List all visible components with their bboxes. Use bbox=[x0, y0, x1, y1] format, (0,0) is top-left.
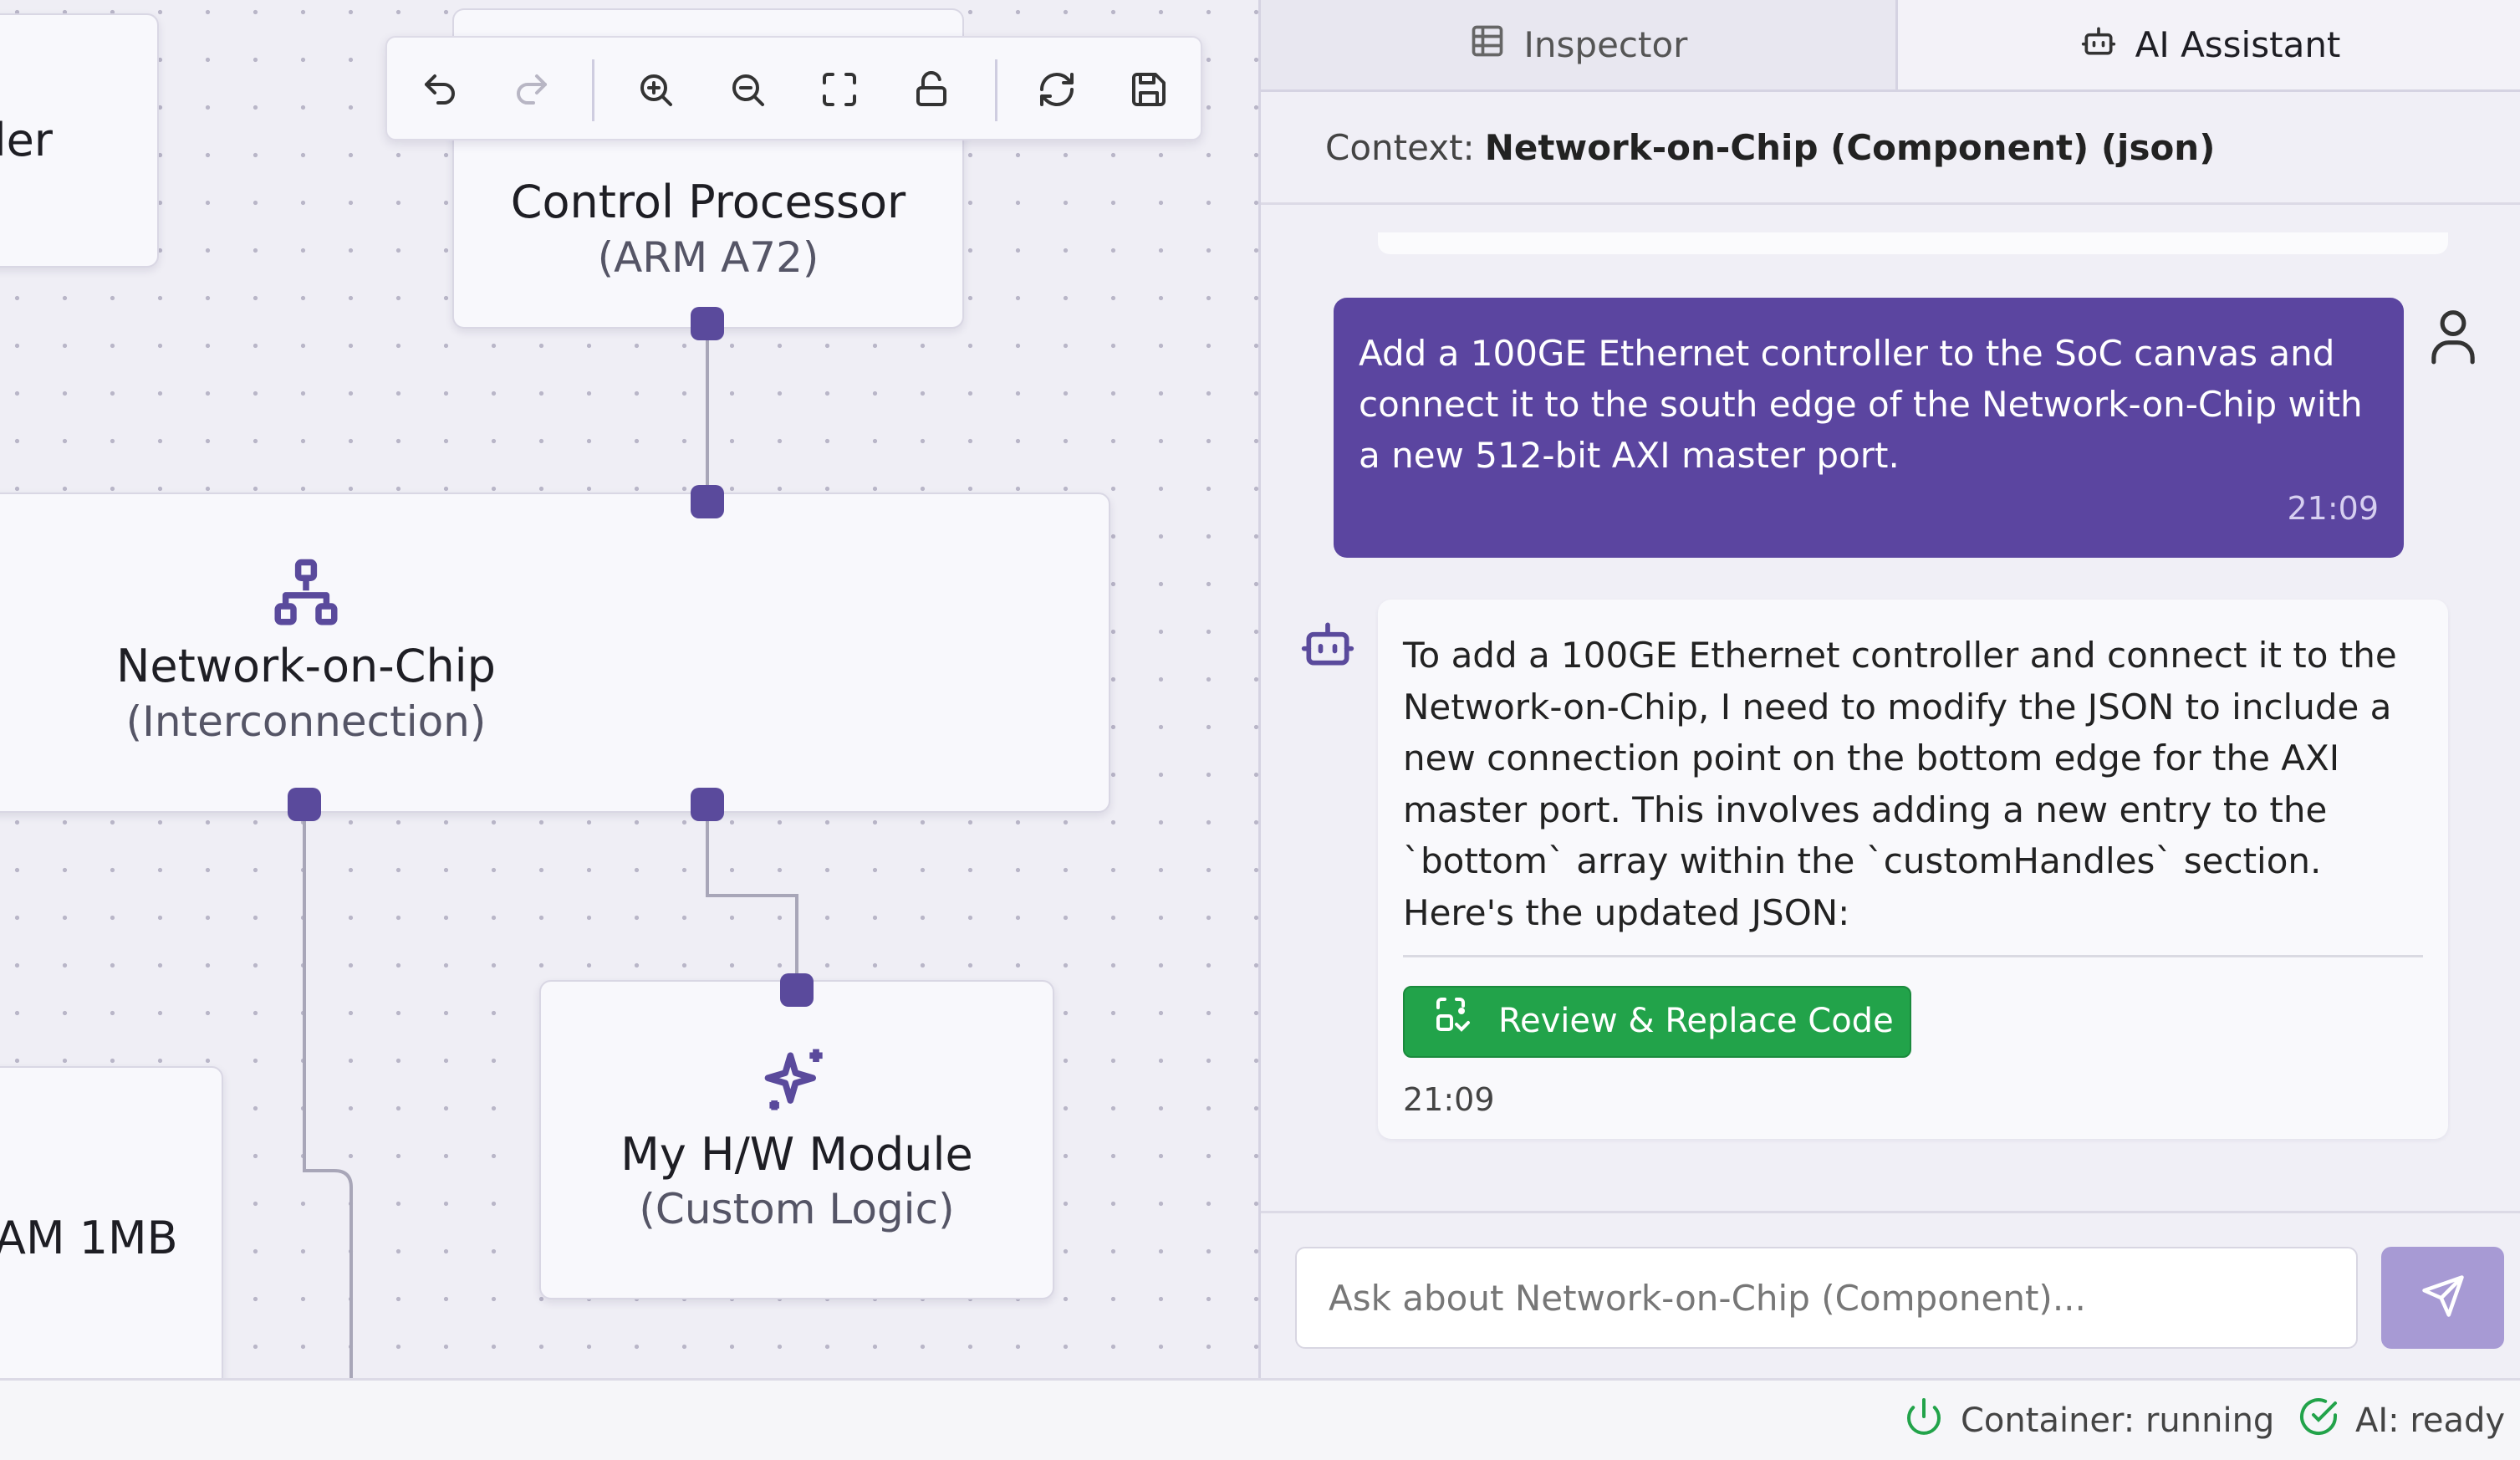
chat-input-area: Ask about Network-on-Chip (Component)... bbox=[1261, 1211, 2520, 1378]
edge-layer bbox=[303, 324, 798, 1378]
message-time: 21:09 bbox=[1403, 1081, 1495, 1118]
diagram-canvas[interactable]: der Control Processor (ARM A72) Network-… bbox=[0, 0, 1258, 1378]
user-message: Add a 100GE Ethernet controller to the S… bbox=[1334, 298, 2404, 558]
chat-scroll-edge bbox=[1378, 232, 2448, 254]
node-title: der bbox=[0, 114, 53, 167]
node-control-processor[interactable]: Control Processor (ARM A72) bbox=[452, 132, 964, 329]
redo-icon[interactable] bbox=[507, 64, 557, 115]
node-title: My H/W Module bbox=[620, 1127, 973, 1181]
status-text: Container: running bbox=[1961, 1401, 2275, 1440]
context-value: Network-on-Chip (Component) (json) bbox=[1484, 126, 2216, 168]
input-placeholder: Ask about Network-on-Chip (Component)... bbox=[1329, 1277, 2086, 1319]
container-status: Container: running bbox=[1904, 1381, 2274, 1460]
ai-status: AI: ready bbox=[2298, 1381, 2505, 1460]
status-text: AI: ready bbox=[2355, 1401, 2506, 1440]
tab-inspector[interactable]: Inspector bbox=[1261, 0, 1898, 89]
context-label: Context: bbox=[1325, 126, 1475, 168]
refresh-icon[interactable] bbox=[1032, 64, 1082, 115]
user-avatar-icon bbox=[2427, 306, 2479, 370]
unlock-icon[interactable] bbox=[906, 64, 956, 115]
edge-noc-sram bbox=[303, 804, 353, 1378]
node-title: Control Processor bbox=[510, 176, 906, 229]
message-divider bbox=[1403, 955, 2423, 957]
toolbar-separator bbox=[995, 59, 997, 121]
handle-custom-top[interactable] bbox=[780, 973, 814, 1007]
node-left-top[interactable]: der bbox=[0, 13, 159, 268]
sparkles-icon bbox=[758, 1043, 835, 1126]
assistant-message: To add a 100GE Ethernet controller and c… bbox=[1378, 600, 2448, 1139]
check-circle-icon bbox=[2298, 1396, 2339, 1445]
status-bar: Container: running AI: ready bbox=[0, 1378, 2520, 1460]
node-network-on-chip[interactable]: Network-on-Chip (Interconnection) bbox=[0, 493, 1110, 813]
toolbar-separator bbox=[592, 59, 594, 121]
right-panel: Inspector AI Assistant Context: Network-… bbox=[1258, 0, 2520, 1378]
send-icon bbox=[2421, 1274, 2466, 1322]
hierarchy-icon bbox=[268, 556, 344, 638]
node-sram[interactable]: AM 1MB bbox=[0, 1066, 223, 1378]
zoom-out-icon[interactable] bbox=[722, 64, 773, 115]
chat-input[interactable]: Ask about Network-on-Chip (Component)... bbox=[1295, 1247, 2358, 1349]
code-replace-icon bbox=[1433, 994, 1473, 1050]
node-custom-module[interactable]: My H/W Module (Custom Logic) bbox=[539, 980, 1054, 1299]
message-text: To add a 100GE Ethernet controller and c… bbox=[1403, 635, 2397, 933]
context-bar: Context: Network-on-Chip (Component) (js… bbox=[1261, 92, 2520, 205]
review-replace-button[interactable]: Review & Replace Code bbox=[1403, 986, 1911, 1058]
send-button[interactable] bbox=[2381, 1247, 2504, 1349]
save-icon[interactable] bbox=[1124, 64, 1174, 115]
undo-icon[interactable] bbox=[415, 64, 465, 115]
button-label: Review & Replace Code bbox=[1498, 1002, 1894, 1041]
tab-label: AI Assistant bbox=[2135, 24, 2341, 65]
node-title: AM 1MB bbox=[0, 1212, 178, 1264]
node-subtitle: (Custom Logic) bbox=[639, 1185, 955, 1234]
handle-noc-bottom-right[interactable] bbox=[691, 788, 724, 821]
node-subtitle: (Interconnection) bbox=[125, 697, 487, 746]
zoom-in-icon[interactable] bbox=[630, 64, 681, 115]
fit-view-icon[interactable] bbox=[814, 64, 865, 115]
tab-label: Inspector bbox=[1523, 24, 1688, 65]
canvas-toolbar bbox=[385, 36, 1202, 140]
power-icon bbox=[1904, 1396, 1944, 1445]
node-subtitle: (ARM A72) bbox=[597, 232, 819, 282]
panel-tabs: Inspector AI Assistant bbox=[1261, 0, 2520, 92]
handle-noc-top[interactable] bbox=[691, 485, 724, 518]
message-text: Add a 100GE Ethernet controller to the S… bbox=[1359, 333, 2363, 476]
bot-avatar-icon bbox=[1299, 615, 1356, 676]
message-time: 21:09 bbox=[2287, 490, 2379, 527]
robot-icon bbox=[2080, 23, 2117, 68]
handle-control-bottom[interactable] bbox=[691, 307, 724, 340]
handle-noc-bottom-left[interactable] bbox=[288, 788, 321, 821]
node-title: Network-on-Chip bbox=[116, 640, 496, 693]
table-icon bbox=[1469, 23, 1506, 68]
tab-ai-assistant[interactable]: AI Assistant bbox=[1898, 0, 2520, 89]
edge-noc-custom bbox=[706, 804, 798, 991]
